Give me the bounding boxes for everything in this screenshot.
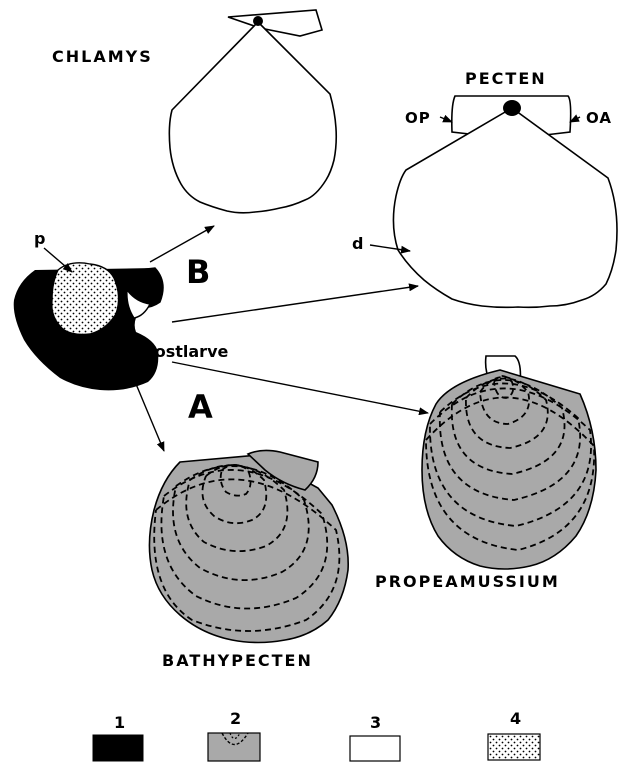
bathypecten-shell xyxy=(149,450,348,642)
propeamussium-valve xyxy=(422,370,596,569)
postlarve-prodissoconch xyxy=(52,263,119,335)
label-b: B xyxy=(186,253,210,291)
legend-number-1: 1 xyxy=(114,713,125,732)
label-op: OP xyxy=(405,109,431,127)
legend-swatch-grey-dashed xyxy=(208,733,260,761)
pecten-valve xyxy=(393,108,617,307)
pointer-p xyxy=(44,248,72,272)
label-a: A xyxy=(188,388,213,426)
legend-swatch-dotted xyxy=(488,734,540,760)
label-oa: OA xyxy=(586,109,612,127)
label-pecten: PECTEN xyxy=(465,69,547,88)
label-d: d xyxy=(352,234,363,253)
pecten-shell xyxy=(393,96,617,307)
label-bathypecten: BATHYPECTEN xyxy=(162,651,313,670)
legend-swatch-white xyxy=(350,736,400,761)
legend-swatch-black xyxy=(93,735,143,761)
label-p: p xyxy=(34,229,45,248)
pecten-umbo xyxy=(503,100,521,116)
label-chlamys: CHLAMYS xyxy=(52,47,153,66)
label-postlarve: Postlarve xyxy=(143,342,228,361)
chlamys-umbo xyxy=(253,16,263,26)
arrow-to-pecten xyxy=(172,286,418,322)
pointer-op xyxy=(440,117,452,122)
postlarve-shell xyxy=(14,263,163,390)
legend-number-3: 3 xyxy=(370,713,381,732)
chlamys-hinge-ears xyxy=(228,10,322,36)
pointer-oa xyxy=(570,117,580,122)
arrow-to-bathypecten xyxy=(136,384,164,451)
legend: 1 2 3 4 xyxy=(93,709,540,761)
chlamys-valve xyxy=(169,22,336,213)
chlamys-shell xyxy=(169,10,336,213)
label-propeamussium: PROPEAMUSSIUM xyxy=(375,572,560,591)
legend-number-2: 2 xyxy=(230,709,241,728)
propeamussium-shell xyxy=(422,356,596,569)
legend-number-4: 4 xyxy=(510,709,521,728)
